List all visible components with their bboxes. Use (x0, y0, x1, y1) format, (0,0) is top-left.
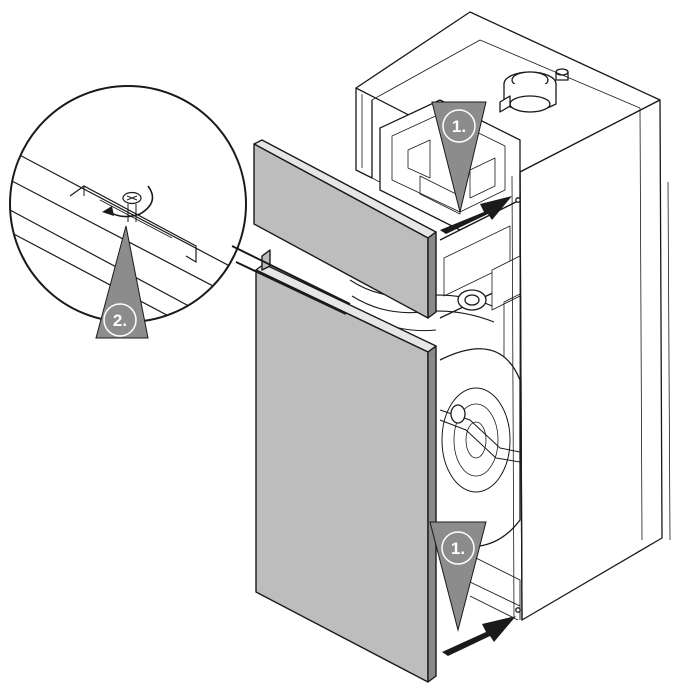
arrow-right-top (440, 196, 512, 234)
screw (122, 191, 142, 222)
step1-bottom-badge (441, 531, 475, 565)
detail-leader-line (231, 245, 351, 305)
step1-top-label: 1. (452, 117, 466, 136)
step2-badge (103, 303, 137, 337)
detail-magnifier: 2. (9, 85, 351, 339)
step2-label: 2. (113, 311, 127, 330)
step1-top-callout: 1. (431, 101, 512, 234)
lower-front-panel (255, 249, 437, 683)
heat-exchanger-drum (439, 348, 521, 548)
boiler-housing (349, 11, 671, 621)
step1-bottom-callout: 1. (429, 521, 516, 656)
arrow-right-bottom (442, 616, 516, 656)
step1-bottom-label: 1. (451, 539, 465, 558)
housing-front-frame (355, 88, 373, 179)
upper-front-panel (253, 139, 437, 319)
rotation-arrow-icon (109, 185, 154, 218)
step1-top-badge (442, 109, 476, 143)
